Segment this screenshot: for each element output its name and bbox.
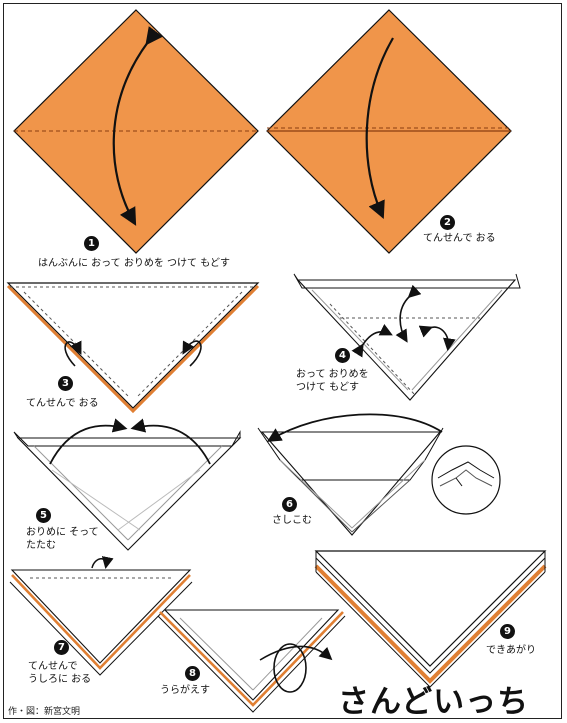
step-2-figure bbox=[266, 9, 512, 254]
turn-over-arrow bbox=[259, 645, 333, 661]
paper-triangle bbox=[16, 437, 242, 551]
step-3-label: てんせんで おる bbox=[26, 398, 99, 409]
step-8-figure bbox=[157, 609, 346, 713]
orange-layer bbox=[314, 564, 547, 684]
step-1-label: はんぶんに おって おりめを つけて もどす bbox=[38, 258, 231, 269]
fold-arrow-left bbox=[49, 418, 128, 465]
layer-edge-2 bbox=[315, 571, 546, 688]
fold-arrow-right bbox=[182, 340, 202, 367]
step-6-number: 6 bbox=[282, 497, 297, 512]
step-8-label: うらがえす bbox=[160, 685, 210, 696]
inner-fold-left bbox=[179, 617, 254, 691]
turn-over-loop bbox=[273, 643, 307, 693]
diagram-title: さんどいっち bbox=[338, 684, 530, 720]
step-7-label: てんせんで うしろに おる bbox=[28, 661, 92, 685]
folded-pocket-outline bbox=[257, 427, 444, 481]
paper-triangle bbox=[163, 609, 340, 701]
folded-corners bbox=[293, 273, 521, 289]
inner-edge-right bbox=[351, 479, 411, 533]
detail-edge bbox=[437, 461, 495, 479]
fold-unfold-arrow bbox=[112, 26, 163, 226]
step-3-number: 3 bbox=[58, 376, 73, 391]
step-9-label: できあがり bbox=[486, 645, 536, 656]
fold-arrow-right bbox=[418, 325, 456, 352]
inner-fold-left bbox=[33, 445, 129, 541]
crease-a bbox=[51, 469, 141, 531]
folded-corners bbox=[13, 430, 241, 447]
step-5-number: 5 bbox=[36, 508, 51, 523]
orange-edge bbox=[159, 611, 344, 707]
layer-edge-1 bbox=[315, 557, 546, 674]
step-4-number: 4 bbox=[335, 348, 350, 363]
step-1-figure bbox=[13, 9, 259, 254]
paper-triangle bbox=[6, 282, 260, 409]
step-2-number: 2 bbox=[440, 215, 455, 230]
fold-arrow-top bbox=[395, 284, 422, 343]
step-6-figure bbox=[257, 413, 501, 536]
fold-arrow-left bbox=[351, 323, 393, 358]
step-8-number: 8 bbox=[185, 666, 200, 681]
step-7-number: 7 bbox=[54, 640, 69, 655]
step-6-label: さしこむ bbox=[272, 515, 312, 526]
detail-tuck-line bbox=[455, 477, 463, 487]
fold-arrow-left bbox=[64, 340, 82, 367]
orange-edge bbox=[6, 284, 260, 414]
inner-fold-right bbox=[411, 289, 503, 391]
mountain-fold-arrow bbox=[91, 556, 114, 569]
detail-zoom-circle bbox=[431, 445, 501, 515]
step-9-figure bbox=[314, 550, 547, 688]
step-3-figure bbox=[6, 282, 260, 414]
step-9-number: 9 bbox=[500, 624, 515, 639]
paper-triangle bbox=[260, 431, 442, 536]
inner-edge-left bbox=[299, 479, 353, 533]
step-4-figure bbox=[293, 273, 521, 401]
detail-inner bbox=[439, 469, 493, 487]
valley-fold-arrow bbox=[365, 37, 394, 220]
inner-fold bbox=[279, 459, 426, 529]
author-credit: 作・図：新宮文明 bbox=[8, 707, 81, 717]
tuck-arrow bbox=[266, 413, 443, 442]
inner-fold-right bbox=[252, 617, 323, 691]
sandwich-triangle bbox=[314, 550, 547, 667]
step-1-number: 1 bbox=[84, 236, 99, 251]
step-2-label: てんせんで おる bbox=[423, 233, 496, 244]
step-5-figure bbox=[13, 418, 242, 551]
step-4-label: おって おりめを つけて もどす bbox=[296, 369, 369, 393]
fold-arrow-right bbox=[130, 418, 211, 465]
crease-b bbox=[117, 469, 201, 531]
step-5-label: おりめに そって たたむ bbox=[26, 527, 99, 551]
inner-fold-right bbox=[127, 445, 223, 541]
orange-edge bbox=[11, 574, 191, 670]
